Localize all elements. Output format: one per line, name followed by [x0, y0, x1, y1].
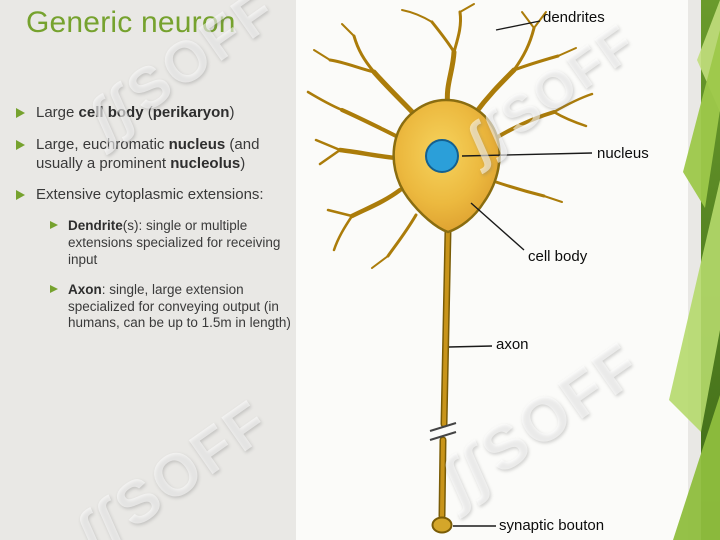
bullet-axon: Axon: single, large extension specialize…: [48, 282, 302, 333]
bullet-icon: [16, 108, 25, 118]
page-title: Generic neuron: [26, 6, 236, 39]
label-axon: axon: [496, 336, 529, 353]
dendrites-shape: [306, 3, 594, 269]
bullet-text: Dendrite(s): single or multiple extensio…: [68, 218, 281, 267]
label-cell-body: cell body: [528, 248, 588, 265]
label-synaptic-bouton: synaptic bouton: [499, 517, 605, 534]
bullet-extensions: Extensive cytoplasmic extensions:: [14, 186, 302, 205]
bullet-icon: [16, 139, 25, 150]
watermark: ʃʃSOFF: [62, 386, 282, 540]
bullet-dendrites: Dendrite(s): single or multiple extensio…: [48, 218, 302, 269]
synaptic-bouton-shape: [431, 516, 453, 534]
bullet-text: Axon: single, large extension specialize…: [68, 281, 291, 331]
watermark-logo-icon: ʃʃ: [62, 487, 138, 540]
axon-shape: [438, 226, 452, 520]
bullet-text: Large, euchromatic nucleus (and usually …: [36, 135, 260, 172]
bullet-list: Large cell body (perikaryon) Large, euch…: [14, 104, 302, 345]
neuron-diagram: [306, 3, 594, 534]
bullet-icon: [16, 190, 25, 201]
bullet-cell-body: Large cell body (perikaryon): [14, 104, 302, 123]
label-nucleus: nucleus: [597, 145, 649, 162]
green-ribbon-decoration: [669, 0, 720, 540]
bullet-icon: [50, 221, 58, 229]
nucleus-shape: [425, 139, 459, 173]
bullet-nucleus: Large, euchromatic nucleus (and usually …: [14, 136, 302, 174]
label-lines: [448, 20, 593, 527]
label-dendrites: dendrites: [543, 9, 605, 26]
bullet-text: Large cell body (perikaryon): [36, 104, 235, 121]
bullet-icon: [50, 284, 58, 293]
bullet-text: Extensive cytoplasmic extensions:: [36, 186, 264, 204]
axon-break-icon: [429, 422, 457, 441]
